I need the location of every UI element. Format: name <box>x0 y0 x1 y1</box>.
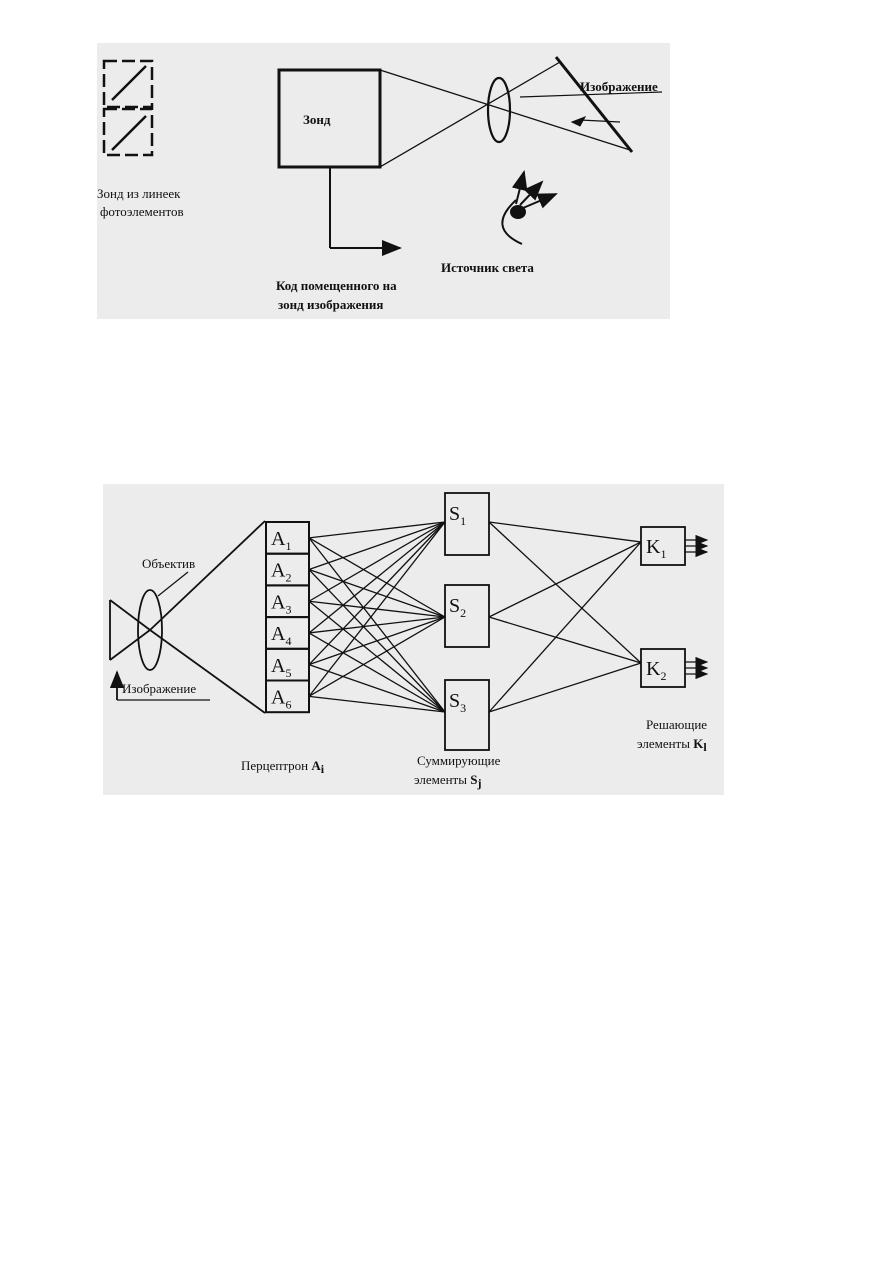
photoelement-array <box>102 59 154 157</box>
summing-label-line2: элементы Sj <box>414 772 481 790</box>
perceptron-cell-a2-label: A2 <box>271 560 291 585</box>
perceptron-cell-a1-label: A1 <box>271 528 291 553</box>
scanner-diagram-panel <box>97 43 670 319</box>
connection-a-s <box>308 616 446 697</box>
objective-lens <box>137 589 163 671</box>
deciding-cell-k2-label: K2 <box>646 658 666 683</box>
summing-cell-s1-label: S1 <box>449 503 466 528</box>
connection-a-s <box>308 521 446 666</box>
connection-a-s <box>308 695 446 713</box>
connection-s-k <box>488 521 642 664</box>
connection-a-s <box>308 616 446 634</box>
connection-s-k <box>488 521 642 543</box>
deciding-label-line1: Решающие <box>646 717 707 732</box>
image-plane <box>519 56 663 153</box>
connection-a-s <box>308 521 446 697</box>
connection-lines <box>308 521 642 713</box>
connection-a-s <box>308 521 446 602</box>
perceptron-cell-a4-label: A4 <box>271 623 291 648</box>
summing-cell-s3-label: S3 <box>449 690 466 715</box>
connection-a-s <box>308 521 446 539</box>
photo-array-label-line1: Зонд из линеек <box>97 186 181 201</box>
perceptron-label: Перцептрон Ai <box>241 758 325 776</box>
connection-s-k <box>488 616 642 664</box>
code-label-line2: зонд изображения <box>278 297 383 312</box>
perceptron-cell-a3-label: A3 <box>271 591 291 616</box>
probe-label: Зонд <box>303 112 331 127</box>
light-source-label: Источник света <box>441 260 534 275</box>
connection-a-s <box>308 521 446 634</box>
perceptron-cell-a6 <box>265 679 310 714</box>
summing-cell-s1 <box>444 492 490 556</box>
perceptron-cell-a5-label: A5 <box>271 655 291 680</box>
light-source <box>501 170 558 245</box>
code-output-line <box>329 167 402 256</box>
connection-a-s <box>308 616 446 666</box>
image-label-bottom: Изображение <box>122 681 196 696</box>
connection-s-k <box>488 541 642 618</box>
connection-a-s <box>308 664 446 713</box>
image-label-top: Изображение <box>580 79 658 94</box>
lens-label: Объектив <box>142 556 195 571</box>
connection-s-k <box>488 541 642 713</box>
connection-a-s <box>308 632 446 713</box>
deciding-cell-k1-label: K1 <box>646 536 666 561</box>
connection-s-k <box>488 662 642 713</box>
summing-label-line1: Суммирующие <box>417 753 501 768</box>
optical-rays <box>379 61 631 168</box>
lens <box>486 76 512 144</box>
perceptron-diagram-panel <box>103 484 724 795</box>
photo-array-label-line2: фотоэлементов <box>100 204 184 219</box>
perceptron-cell-a6-label: A6 <box>271 687 291 712</box>
connection-a-s <box>308 521 446 571</box>
deciding-label-line2: элементы Kl <box>637 736 707 754</box>
input-image <box>109 520 266 714</box>
summing-cell-s2 <box>444 584 490 648</box>
summing-cell-s2-label: S2 <box>449 595 466 620</box>
code-label-line1: Код помещенного на <box>276 278 397 293</box>
summing-cell-s3 <box>444 679 490 751</box>
